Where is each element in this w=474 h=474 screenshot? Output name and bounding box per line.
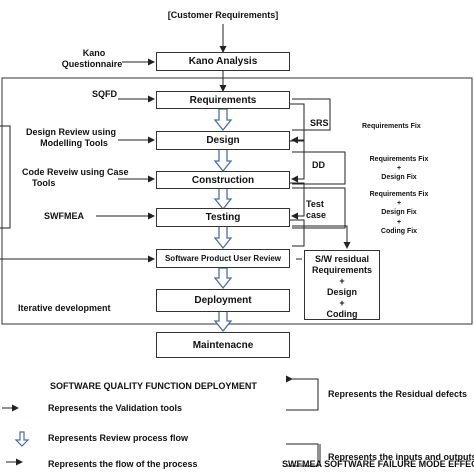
fix-group3-line3: Design Fix bbox=[381, 209, 417, 216]
requirements-box: Requirements bbox=[156, 91, 290, 109]
iterative-development-label: Iterative development bbox=[18, 303, 111, 313]
legend-inputs-outputs: Represents the inputs and outputs bbox=[328, 452, 474, 462]
maintenance-box: Maintenacne bbox=[156, 332, 290, 358]
code-review-label-line1: Code Reveiw using Case bbox=[22, 167, 129, 177]
iterative-frame bbox=[1, 77, 473, 325]
legend-residual-defects: Represents the Residual defects bbox=[328, 389, 468, 399]
residual-line2: Requirements bbox=[311, 265, 373, 275]
fix-group3-line2: + bbox=[396, 200, 402, 207]
legend-swfmea: SWFMEA SOFTWARE FAILURE MODE EFFECT bbox=[282, 459, 474, 469]
residual-box: S/W residual Requirements + Design + Cod… bbox=[304, 250, 380, 320]
construction-box: Construction bbox=[156, 171, 290, 189]
user-review-box: Software Product User Review bbox=[156, 249, 290, 268]
residual-line5: + bbox=[339, 298, 345, 308]
design-box: Design bbox=[156, 131, 290, 150]
residual-line6: Coding bbox=[326, 309, 358, 319]
requirements-fix-label: Requirements Fix bbox=[362, 123, 421, 130]
residual-line1: S/W residual bbox=[314, 254, 369, 264]
fix-group3-line5: Coding Fix bbox=[380, 228, 418, 235]
legend-sqfd: SOFTWARE QUALITY FUNCTION DEPLOYMENT bbox=[50, 381, 257, 391]
fix-group3-line4: + bbox=[396, 219, 402, 226]
customer-requirements-label: [Customer Requirements] bbox=[167, 10, 279, 20]
residual-line4: Design bbox=[326, 287, 357, 297]
fix-group2-line2: + bbox=[396, 165, 402, 172]
dd-label: DD bbox=[312, 160, 325, 170]
fix-group2-line3: Design Fix bbox=[381, 174, 417, 181]
design-review-label-line1: Design Review using bbox=[26, 127, 117, 137]
design-review-label-line2: Modelling Tools bbox=[40, 138, 108, 148]
swfmea-label: SWFMEA bbox=[44, 211, 84, 221]
srs-label: SRS bbox=[310, 118, 329, 128]
questionnaire-label: Questionnaire bbox=[61, 59, 123, 69]
code-review-label-line2: Tools bbox=[32, 178, 56, 188]
kano-analysis-box: Kano Analysis bbox=[156, 52, 290, 71]
case-label: case bbox=[306, 210, 327, 220]
legend-process-flow: Represents the flow of the process bbox=[48, 459, 198, 469]
residual-line3: + bbox=[339, 276, 345, 286]
sqfd-label: SQFD bbox=[92, 89, 118, 99]
legend-validation: Represents the Validation tools bbox=[48, 403, 183, 413]
test-label: Test bbox=[306, 199, 324, 209]
fix-group3-line1: Requirements Fix bbox=[369, 191, 429, 198]
fix-group2-line1: Requirements Fix bbox=[369, 156, 429, 163]
legend-review-flow: Represents Review process flow bbox=[48, 433, 189, 443]
deployment-box: Deployment bbox=[156, 289, 290, 312]
testing-box: Testing bbox=[156, 208, 290, 227]
kano-label: Kano bbox=[82, 48, 106, 58]
